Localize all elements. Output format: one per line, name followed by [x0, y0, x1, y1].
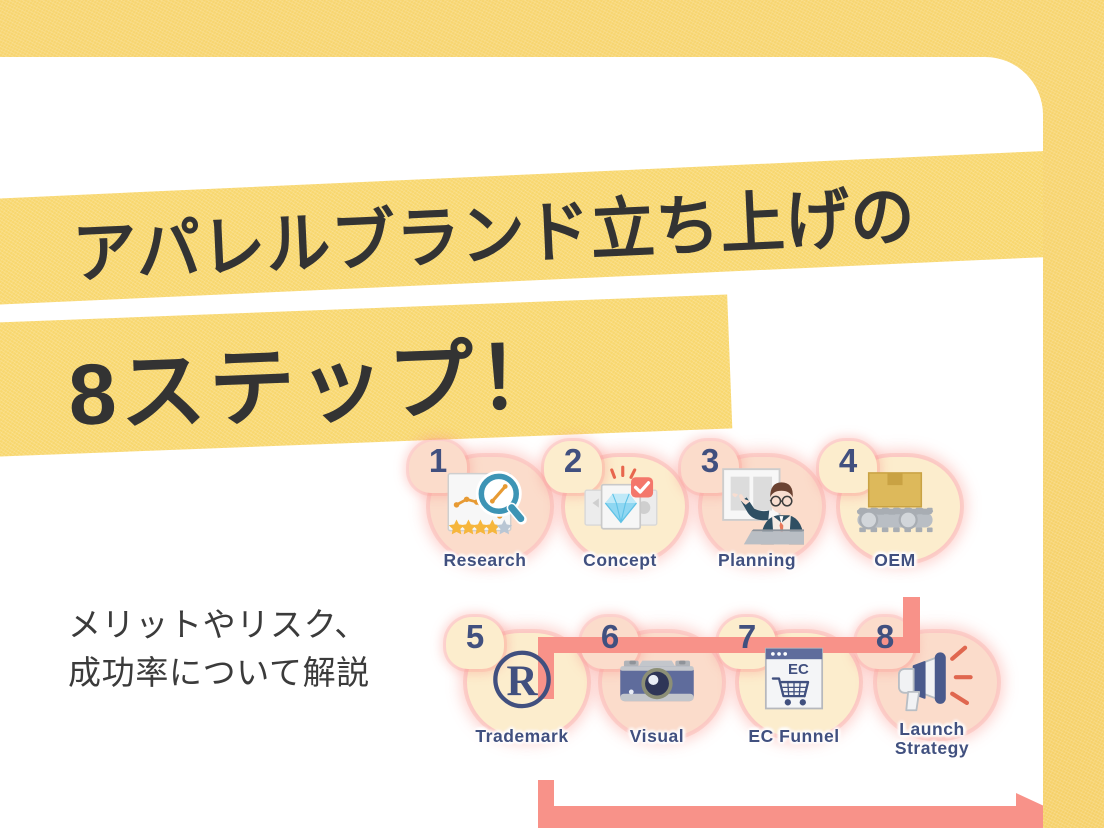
- right-yellow-strip: [1043, 0, 1104, 828]
- megaphone-icon: [884, 640, 980, 718]
- step-4-number: 4: [838, 442, 858, 479]
- step-6-label: Visual: [629, 725, 685, 746]
- step-card-3[interactable]: 3: [681, 441, 824, 569]
- white-content-card: アパレルブランド立ち上げの 8ステップ！ メリットやリスク、 成功率について解説…: [0, 57, 1043, 828]
- diamond-card-icon: [572, 464, 668, 542]
- step-3-number: 3: [700, 442, 720, 479]
- step-8-label-line2: Strategy: [894, 737, 970, 758]
- step-card-4[interactable]: 4: [819, 441, 962, 569]
- step-5-number-badge: 5: [446, 617, 504, 669]
- step-card-8[interactable]: 8: [856, 617, 999, 757]
- step-8-label: Launch Strategy: [895, 720, 969, 757]
- step-7-label: EC Funnel: [748, 725, 840, 746]
- steps-flow-diagram: 1: [0, 57, 1043, 828]
- final-arrow-head: [1016, 793, 1043, 828]
- step-4-number-badge: 4: [819, 441, 877, 493]
- step-3-label: Planning: [717, 549, 797, 570]
- step-card-6[interactable]: 6 Visual: [581, 617, 724, 745]
- step-5-number: 5: [465, 618, 485, 655]
- subtitle-text: メリットやリスク、 成功率について解説: [68, 601, 370, 697]
- step-card-5[interactable]: 5 R Trademark: [446, 617, 589, 745]
- step-5-label: Trademark: [475, 725, 569, 746]
- step-6-number: 6: [600, 618, 620, 655]
- step-4-label: OEM: [874, 549, 916, 570]
- conveyor-box-icon: [847, 464, 943, 542]
- step-8-label-line1: Launch: [899, 719, 965, 740]
- ec-cart-browser-icon: EC: [746, 640, 842, 718]
- chart-magnifier-icon: [437, 464, 533, 542]
- step-2-number-badge: 2: [544, 441, 602, 493]
- subtitle-line-2: 成功率について解説: [68, 653, 370, 691]
- step-card-2[interactable]: 2: [544, 441, 687, 569]
- subtitle-line-1: メリットやリスク、: [68, 606, 368, 643]
- svg-text:R: R: [506, 658, 538, 705]
- step-2-label: Concept: [583, 549, 657, 570]
- step-card-1[interactable]: 1: [409, 441, 552, 569]
- step-1-label: Research: [443, 549, 527, 570]
- step-card-7[interactable]: 7 EC: [718, 617, 861, 745]
- connector-horizontal-row1-to-row2: [538, 637, 920, 653]
- step-8-number: 8: [875, 618, 895, 655]
- step-1-number: 1: [428, 442, 448, 479]
- svg-text:EC: EC: [788, 661, 809, 678]
- presenter-icon: [709, 464, 805, 544]
- registered-mark-icon: R: [474, 640, 570, 718]
- step-7-number: 7: [737, 618, 757, 655]
- step-2-number: 2: [563, 442, 583, 479]
- final-arrow-shaft: [538, 806, 1034, 828]
- camera-icon: [609, 640, 705, 718]
